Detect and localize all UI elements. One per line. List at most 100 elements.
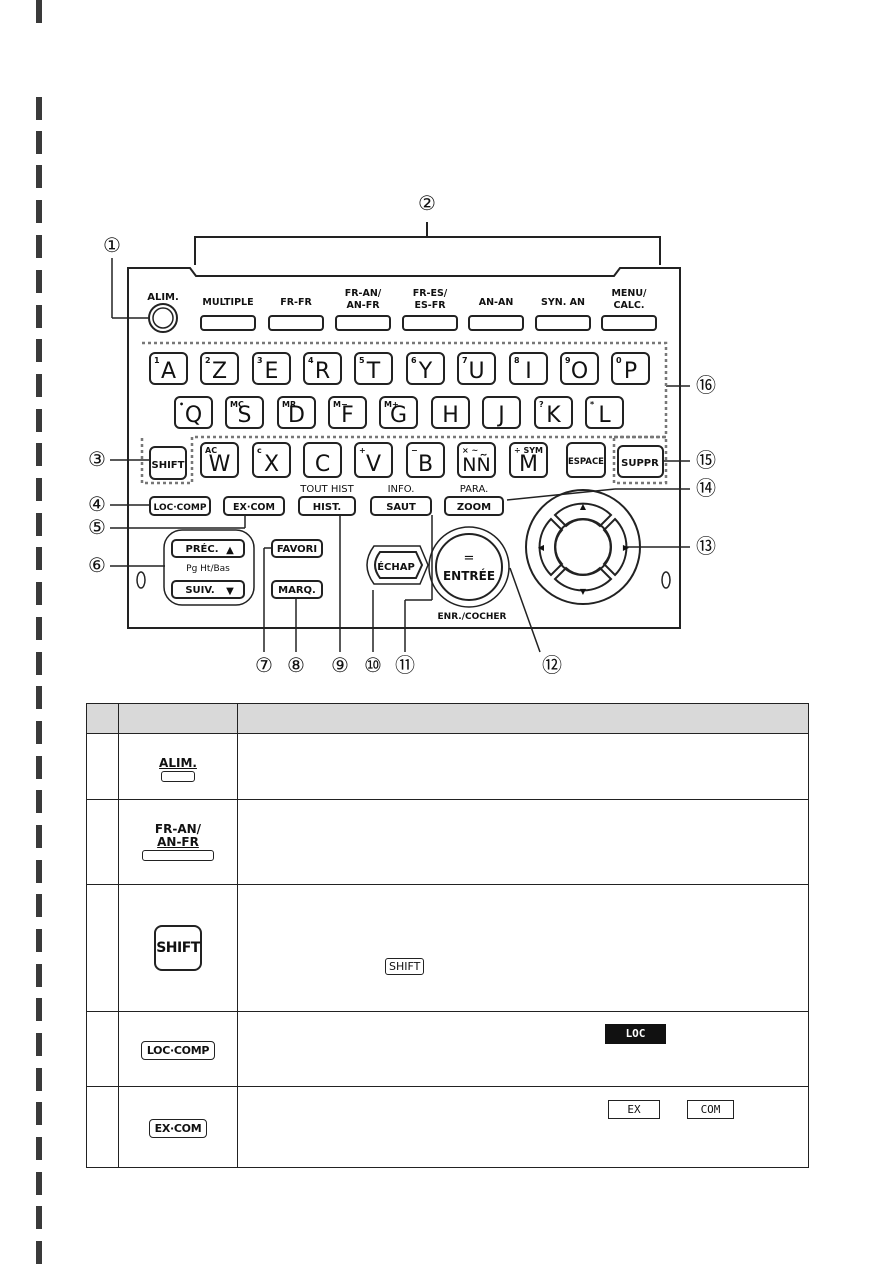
letter-key[interactable] — [149, 352, 188, 385]
letter-key[interactable] — [406, 442, 445, 478]
favori-key[interactable] — [271, 539, 323, 558]
margin-dash — [36, 547, 42, 570]
espace-key[interactable] — [566, 442, 606, 478]
letter-key-sub: M+ — [384, 400, 399, 409]
zoom-key[interactable] — [444, 496, 504, 516]
letter-key[interactable] — [379, 396, 418, 429]
letter-key[interactable] — [431, 396, 470, 429]
loc-comp-key[interactable] — [149, 496, 211, 516]
letter-key[interactable] — [585, 396, 624, 429]
letter-key[interactable] — [252, 352, 291, 385]
margin-dash — [36, 1102, 42, 1125]
margin-dash — [36, 1033, 42, 1056]
shift-key[interactable] — [149, 446, 187, 480]
direction-pad[interactable]: ▲ ▼ ◀ ▶ — [525, 489, 641, 605]
letter-key-sub: 7 — [462, 356, 468, 365]
up-arrow-icon: ▲ — [226, 545, 234, 556]
callout-2: ② — [418, 191, 436, 215]
function-key[interactable] — [535, 315, 591, 331]
letter-key-label: F — [341, 403, 354, 428]
letter-key-sub: 2 — [205, 356, 211, 365]
letter-key[interactable] — [534, 396, 573, 429]
fkey-label: MULTIPLE — [202, 297, 253, 308]
letter-key-sub: 3 — [257, 356, 263, 365]
margin-dash — [36, 513, 42, 536]
letter-key-sub: MC — [230, 400, 244, 409]
letter-key[interactable] — [174, 396, 213, 429]
svg-text:ENR./COCHER: ENR./COCHER — [438, 612, 507, 622]
suiv-key[interactable] — [171, 580, 245, 599]
letter-key[interactable] — [611, 352, 650, 385]
letter-key[interactable] — [457, 442, 496, 478]
callout-3: ③ — [88, 447, 106, 471]
letter-key[interactable] — [200, 352, 239, 385]
letter-key-label: Y — [418, 359, 433, 384]
table-alim-key: ALIM. — [159, 756, 197, 782]
letter-key-sub: − — [411, 446, 418, 455]
letter-key-label: NÑ — [462, 453, 490, 476]
callout-7: ⑦ — [255, 653, 273, 677]
svg-text:ÉCHAP: ÉCHAP — [377, 560, 415, 573]
letter-key[interactable] — [303, 442, 342, 478]
callout-15: ⑮ — [696, 448, 716, 472]
letter-key[interactable] — [509, 442, 548, 478]
alim-label: ALIM. — [147, 292, 179, 303]
letter-key-sub: ? — [539, 400, 544, 409]
letter-key[interactable] — [277, 396, 316, 429]
ex-com-key[interactable] — [223, 496, 285, 516]
hist-key[interactable] — [298, 496, 356, 516]
letter-key[interactable] — [457, 352, 496, 385]
margin-dash — [36, 409, 42, 432]
margin-dash — [36, 0, 42, 23]
function-key[interactable] — [601, 315, 657, 331]
entree-key[interactable] — [435, 533, 503, 601]
fkey-label: FR-FR — [280, 297, 312, 308]
power-button[interactable] — [148, 303, 178, 333]
margin-dash — [36, 1206, 42, 1229]
margin-dash — [36, 582, 42, 605]
svg-text:ESPACE: ESPACE — [568, 457, 604, 467]
letter-key-label: W — [209, 452, 231, 477]
function-key[interactable] — [335, 315, 391, 331]
callout-12: ⑫ — [542, 653, 562, 677]
letter-key[interactable] — [406, 352, 445, 385]
dashed-region-15 — [612, 435, 668, 485]
saut-key[interactable] — [370, 496, 432, 516]
letter-key[interactable] — [200, 442, 239, 478]
function-key[interactable] — [468, 315, 524, 331]
marq-key[interactable] — [271, 580, 323, 599]
margin-dash — [36, 443, 42, 466]
letter-key-sub: * — [590, 400, 595, 409]
letter-key-sub: 6 — [411, 356, 417, 365]
margin-dash — [36, 131, 42, 154]
svg-text:EX·COM: EX·COM — [233, 502, 275, 513]
suppr-key[interactable] — [617, 445, 664, 478]
svg-text:LOC·COMP: LOC·COMP — [154, 503, 207, 513]
margin-dash — [36, 235, 42, 258]
letter-key[interactable] — [303, 352, 342, 385]
margin-dash — [36, 1137, 42, 1160]
margin-dash — [36, 964, 42, 987]
margin-dash — [36, 686, 42, 709]
letter-key[interactable] — [354, 442, 393, 478]
dashed-region-16 — [140, 341, 668, 485]
letter-key[interactable] — [328, 396, 367, 429]
callout-1: ① — [103, 233, 121, 257]
letter-key[interactable] — [482, 396, 521, 429]
function-key[interactable] — [268, 315, 324, 331]
function-key[interactable] — [200, 315, 256, 331]
letter-key-label: M — [519, 452, 538, 477]
letter-key-label: H — [442, 403, 459, 428]
letter-key[interactable] — [354, 352, 393, 385]
letter-key[interactable] — [560, 352, 599, 385]
letter-key[interactable] — [509, 352, 548, 385]
letter-key[interactable] — [225, 396, 264, 429]
prec-key[interactable] — [171, 539, 245, 558]
letter-key-label: T — [366, 359, 381, 384]
loc-indicator: LOC — [605, 1024, 666, 1044]
letter-key-label: J — [496, 403, 505, 428]
letter-key[interactable] — [252, 442, 291, 478]
margin-dash — [36, 1241, 42, 1264]
function-key[interactable] — [402, 315, 458, 331]
echap-key[interactable] — [374, 551, 424, 579]
